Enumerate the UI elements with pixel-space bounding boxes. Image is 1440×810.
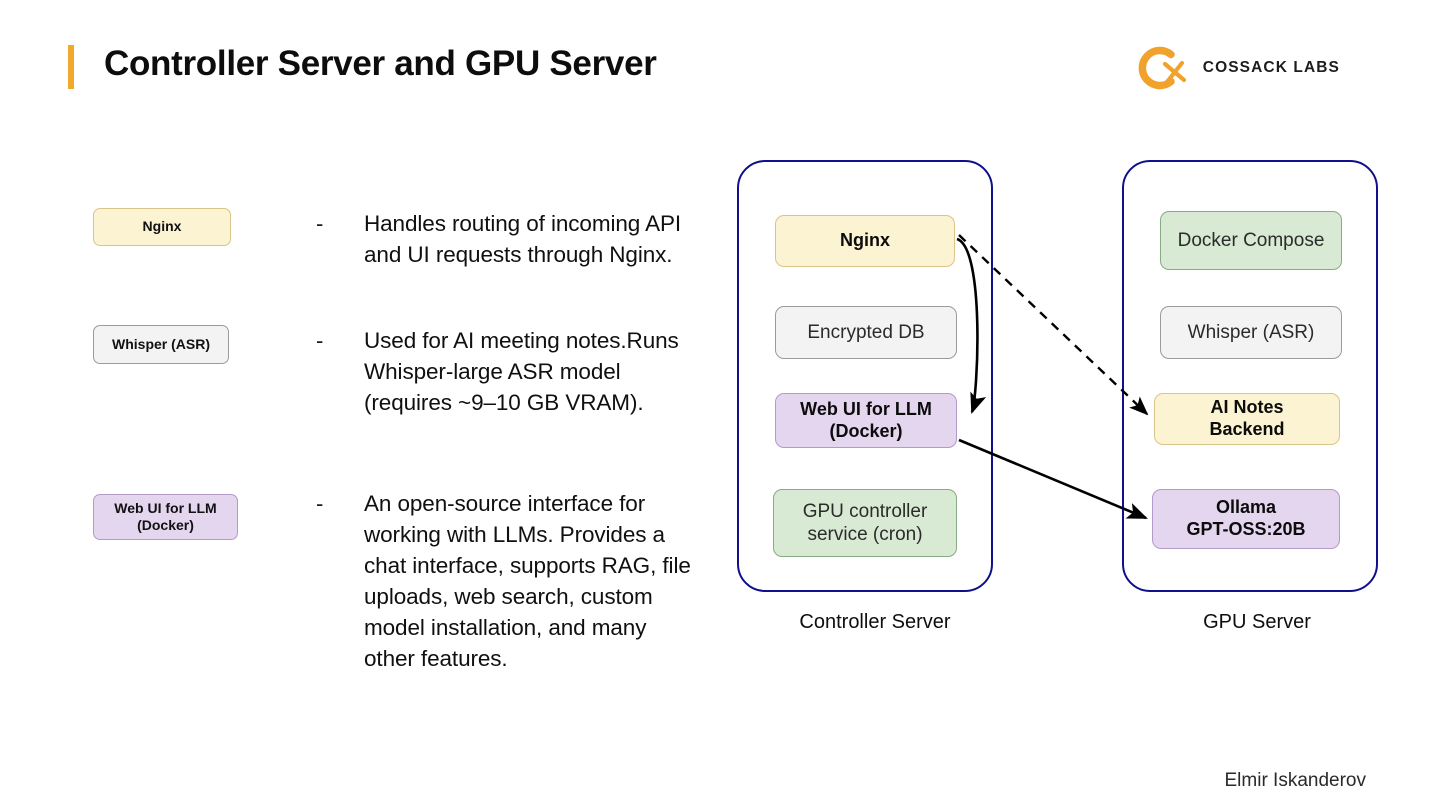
node-ollama-gpt-oss[interactable]: Ollama GPT-OSS:20B bbox=[1152, 489, 1340, 549]
bullet-marker: - bbox=[316, 491, 324, 516]
legend-swatch-web-ui-for-llm: Web UI for LLM (Docker) bbox=[93, 494, 238, 540]
bullet-item-web-ui-for-llm: - An open-source interface for working w… bbox=[316, 488, 694, 674]
node-label-line2: service (cron) bbox=[807, 524, 923, 545]
node-label: Docker Compose bbox=[1177, 229, 1325, 251]
bullet-text: Used for AI meeting notes.Runs Whisper-l… bbox=[364, 328, 679, 415]
node-label: Web UI for LLM (Docker) bbox=[800, 399, 932, 443]
node-docker-compose[interactable]: Docker Compose bbox=[1160, 211, 1342, 270]
node-label: AI Notes Backend bbox=[1209, 397, 1284, 441]
brand-logo: COSSACK LABS bbox=[1137, 44, 1340, 92]
bullet-marker: - bbox=[316, 328, 324, 353]
page-title: Controller Server and GPU Server bbox=[104, 44, 657, 83]
node-ai-notes-backend[interactable]: AI Notes Backend bbox=[1154, 393, 1340, 445]
legend-swatch-label-line1: Web UI for LLM bbox=[114, 499, 217, 516]
node-web-ui-for-llm[interactable]: Web UI for LLM (Docker) bbox=[775, 393, 957, 448]
node-label: Ollama GPT-OSS:20B bbox=[1186, 497, 1305, 541]
bullet-item-whisper: - Used for AI meeting notes.Runs Whisper… bbox=[316, 325, 694, 418]
bullet-marker: - bbox=[316, 211, 324, 236]
node-label-line1: GPU controller bbox=[802, 500, 928, 522]
node-label-line2: GPT-OSS:20B bbox=[1186, 519, 1306, 539]
node-label: Encrypted DB bbox=[807, 321, 925, 343]
bullet-text: Handles routing of incoming API and UI r… bbox=[364, 211, 682, 267]
node-label: Whisper (ASR) bbox=[1187, 321, 1315, 343]
legend-swatch-whisper: Whisper (ASR) bbox=[93, 325, 229, 364]
legend-swatch-label: Web UI for LLM (Docker) bbox=[114, 500, 216, 534]
legend-swatch-label: Whisper (ASR) bbox=[112, 335, 210, 352]
footer-author: Elmir Iskanderov bbox=[1224, 770, 1367, 791]
legend-swatch-nginx: Nginx bbox=[93, 208, 231, 246]
node-label-line2: (Docker) bbox=[829, 420, 903, 441]
cossack-c-x-logo-icon bbox=[1138, 46, 1186, 90]
node-label: GPU controller service (cron) bbox=[803, 500, 928, 546]
node-encrypted-db[interactable]: Encrypted DB bbox=[775, 306, 957, 359]
brand-wordmark: COSSACK LABS bbox=[1202, 59, 1340, 76]
node-label: Nginx bbox=[839, 230, 890, 251]
legend-swatch-label-line2: (Docker) bbox=[137, 517, 194, 533]
bullet-item-nginx: - Handles routing of incoming API and UI… bbox=[316, 208, 694, 270]
bullet-text: An open-source interface for working wit… bbox=[364, 491, 691, 671]
node-whisper-asr[interactable]: Whisper (ASR) bbox=[1160, 306, 1342, 359]
legend-swatch-label: Nginx bbox=[142, 218, 182, 235]
node-nginx[interactable]: Nginx bbox=[775, 215, 955, 267]
caption-gpu-server: GPU Server bbox=[1203, 611, 1311, 633]
node-label-line1: Ollama bbox=[1215, 497, 1277, 518]
title-accent-bar bbox=[68, 45, 74, 89]
node-label-line1: AI Notes bbox=[1210, 397, 1284, 418]
node-gpu-controller-service[interactable]: GPU controller service (cron) bbox=[773, 489, 957, 557]
caption-controller-server: Controller Server bbox=[799, 611, 951, 633]
node-label-line2: Backend bbox=[1209, 419, 1285, 439]
node-label-line1: Web UI for LLM bbox=[800, 398, 932, 419]
